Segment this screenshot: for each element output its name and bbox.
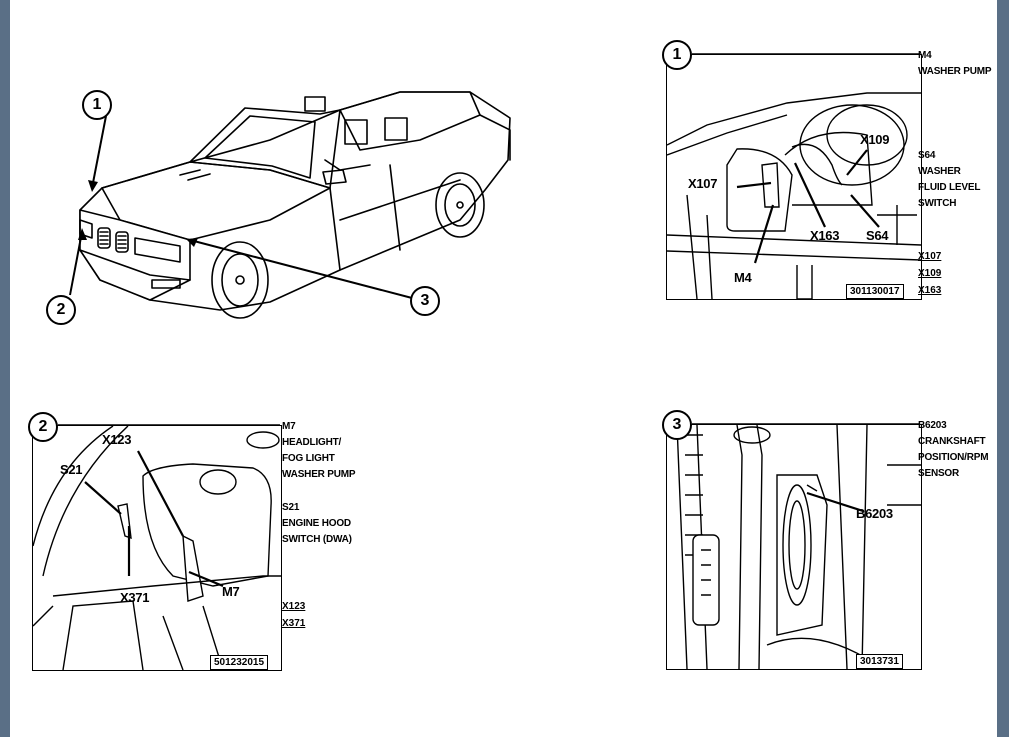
washer-pump-diagram — [667, 92, 921, 299]
car-callout-1: 1 — [82, 90, 112, 120]
panel1-number: 1 — [662, 40, 692, 70]
callout-s21: S21 — [60, 462, 83, 477]
callout-x123: X123 — [102, 432, 132, 447]
panel1-connector-x107: X107 — [918, 251, 942, 262]
panel3-photo — [666, 424, 922, 670]
callout-m4: M4 — [734, 270, 752, 285]
panel3-number: 3 — [662, 410, 692, 440]
panel1-figure-code: 301130017 — [846, 284, 904, 299]
panel1-connector-x163: X163 — [918, 285, 942, 296]
hood-switch-diagram — [33, 426, 281, 670]
panel2-label-fog-light: FOG LIGHT — [282, 453, 335, 464]
panel2-connector-x123: X123 — [282, 601, 306, 612]
car-callout-2: 2 — [46, 295, 76, 325]
callout-x107: X107 — [688, 176, 718, 191]
panel2-label-switch-dwa: SWITCH (DWA) — [282, 534, 352, 545]
panel2-label-engine-hood: ENGINE HOOD — [282, 518, 351, 529]
panel2-connector-x371: X371 — [282, 618, 306, 629]
callout-b6203: B6203 — [856, 506, 893, 521]
panel2-figure-code: 501232015 — [210, 655, 269, 670]
panel1-label-s64: S64 — [918, 150, 936, 161]
panel1-label-washer: WASHER — [918, 166, 961, 177]
panel3-label-b6203: B6203 — [918, 420, 947, 431]
panel2-label-m7: M7 — [282, 421, 296, 432]
car-illustration — [69, 91, 511, 319]
panel3-label-sensor: SENSOR — [918, 468, 960, 479]
panel2-label-s21: S21 — [282, 502, 300, 513]
panel1-label-m4: M4 — [918, 50, 932, 61]
panel3-figure-code: 3013731 — [856, 654, 903, 669]
panel1-label-washer-pump: WASHER PUMP — [918, 66, 992, 77]
panel1-connector-x109: X109 — [918, 268, 942, 279]
crankshaft-sensor-diagram — [676, 425, 921, 669]
panel2-label-headlight: HEADLIGHT/ — [282, 437, 342, 448]
panel2-number: 2 — [28, 412, 58, 442]
callout-x163: X163 — [810, 228, 840, 243]
panel3-label-crankshaft: CRANKSHAFT — [918, 436, 986, 447]
callout-x371: X371 — [120, 590, 150, 605]
panel2-photo — [32, 425, 282, 671]
panel2-label-washer-pump: WASHER PUMP — [282, 469, 356, 480]
callout-m7: M7 — [222, 584, 240, 599]
car-callout-3: 3 — [410, 286, 440, 316]
panel1-label-switch: SWITCH — [918, 198, 957, 209]
callout-x109: X109 — [860, 132, 890, 147]
panel1-label-fluid-level: FLUID LEVEL — [918, 182, 981, 193]
callout-s64: S64 — [866, 228, 889, 243]
panel1-photo — [666, 54, 922, 300]
document-page: 1 2 3 — [10, 0, 997, 737]
panel3-label-position-rpm: POSITION/RPM — [918, 452, 989, 463]
